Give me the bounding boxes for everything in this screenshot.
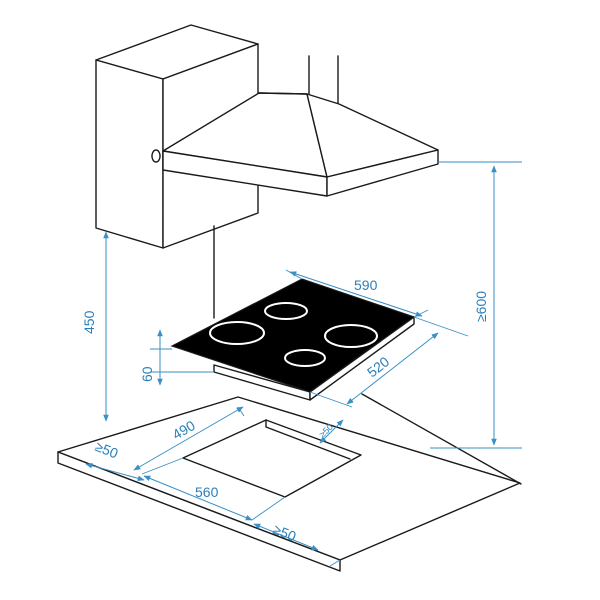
hood-canopy-ridge [258, 92, 308, 95]
label-hob-height: 60 [139, 366, 155, 382]
burner-front-right [284, 349, 326, 367]
burner-front-left [209, 321, 265, 345]
hood-rim-side [326, 149, 439, 197]
dim-590-ext-left [285, 269, 303, 280]
label-cutout-width: 560 [195, 484, 219, 500]
label-hood-height: ≥600 [473, 291, 489, 322]
dim-520-line [346, 332, 439, 405]
ceramic-hob [170, 278, 416, 401]
dim-520-ext-top [413, 316, 469, 337]
dim-590-line [289, 271, 423, 317]
dim-50-front-line [253, 523, 319, 551]
worktop [57, 396, 521, 572]
dim-560-line [143, 475, 253, 521]
dimension-lines [85, 161, 522, 567]
worktop-cutout-wall [265, 419, 351, 460]
dim-560-ext-a [141, 457, 184, 475]
dim-50-left-line [85, 462, 145, 482]
dim-490-line [133, 406, 244, 471]
dim-520-ext-bottom [309, 391, 353, 408]
dim-50-rear-line [319, 419, 344, 444]
label-hob-width: 590 [354, 277, 378, 293]
chimney-hood [162, 55, 439, 319]
dim-560-ext-b [251, 496, 286, 521]
label-cabinet-height: 450 [81, 310, 97, 334]
dim-50-front-ext [329, 559, 341, 567]
rear-wall-line [361, 393, 522, 485]
cabinet-knob [151, 149, 161, 163]
